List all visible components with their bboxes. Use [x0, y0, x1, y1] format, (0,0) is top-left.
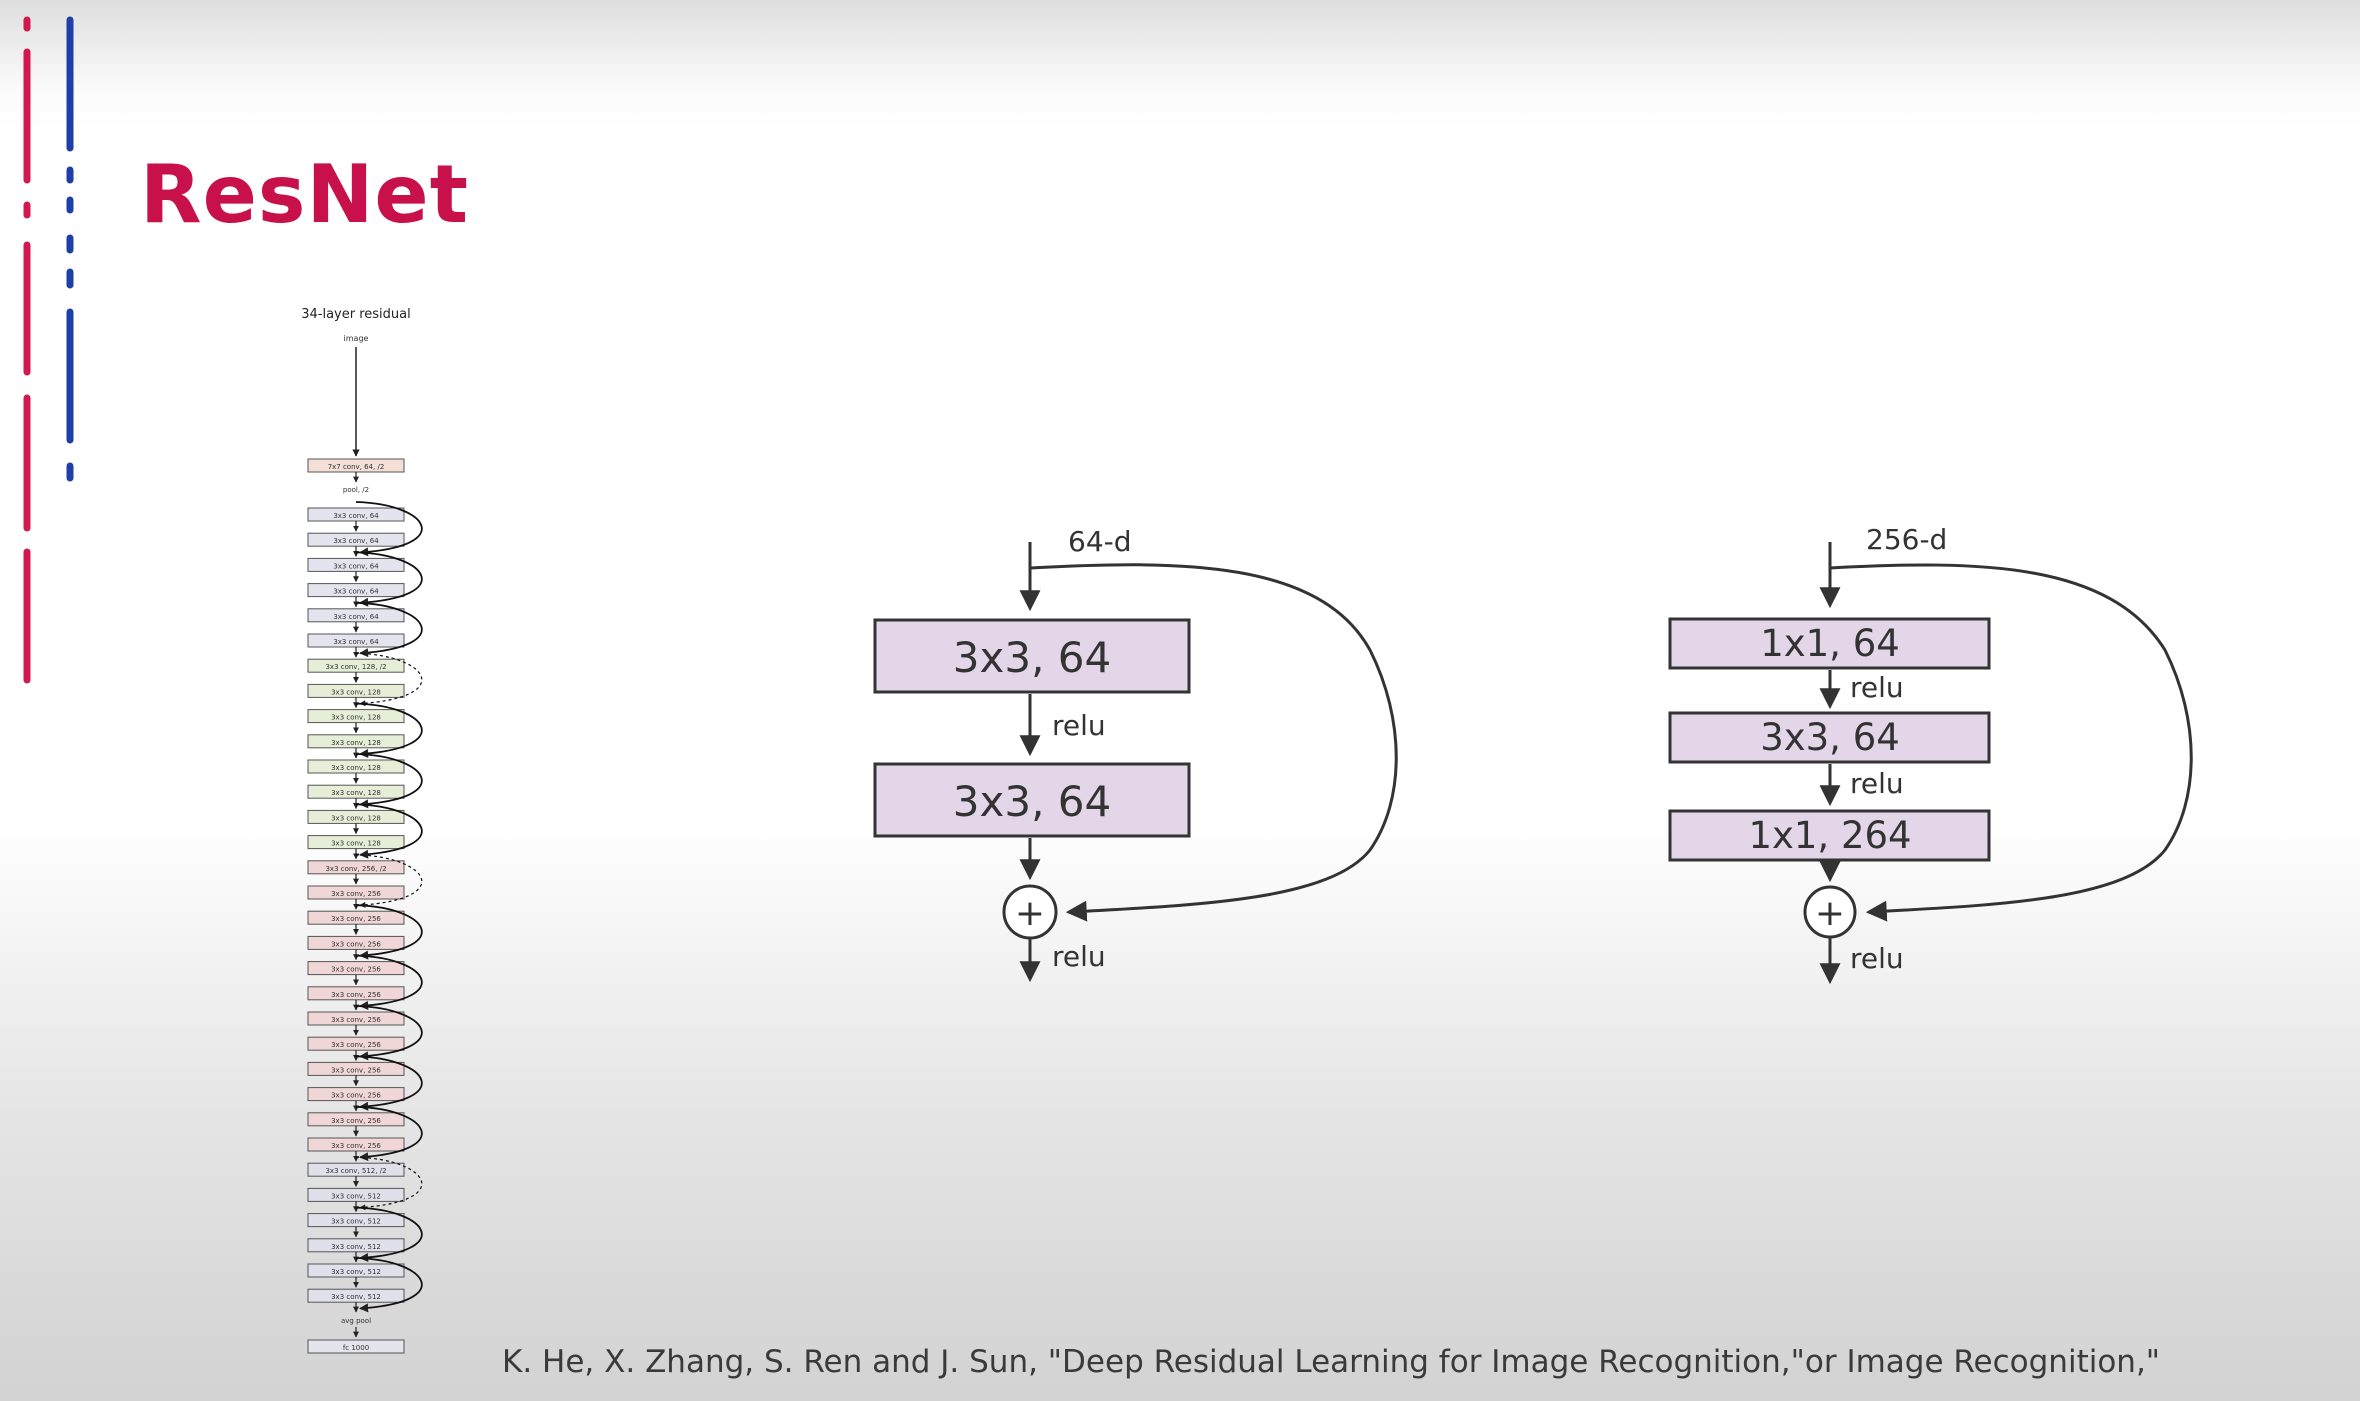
fc-layer: fc 1000 — [307, 1339, 405, 1354]
architecture-layer-label: 3x3 conv, 128 — [331, 764, 381, 772]
architecture-title: 34-layer residual — [301, 307, 411, 322]
bottleneck-conv-label-1: 1x1, 64 — [1760, 622, 1900, 665]
architecture-layer-label: 3x3 conv, 256 — [331, 940, 381, 948]
basic-skip-connection — [1029, 563, 1398, 922]
pool-label: pool, /2 — [343, 486, 369, 494]
bottleneck-conv-label-3: 1x1, 264 — [1748, 814, 1911, 857]
architecture-layer-label: 3x3 conv, 64 — [333, 512, 379, 520]
architecture-layer-label: 3x3 conv, 128 — [331, 789, 381, 797]
architecture-layer-label: 3x3 conv, 512 — [331, 1268, 381, 1276]
bottleneck-conv-box-1 — [1668, 617, 1991, 670]
bottleneck-conv-label-2: 3x3, 64 — [1760, 716, 1900, 759]
architecture-layer-label: 3x3 conv, 256 — [331, 1066, 381, 1074]
architecture-layer-label: 3x3 conv, 64 — [333, 588, 379, 596]
architecture-layer-label: 3x3 conv, 512 — [331, 1243, 381, 1251]
architecture-layer-label: 3x3 conv, 256 — [331, 1092, 381, 1100]
architecture-layer-label: 3x3 conv, 256 — [331, 890, 381, 898]
architecture-layer-label: 3x3 conv, 128 — [331, 814, 381, 822]
fc-layer-label: fc 1000 — [343, 1344, 369, 1352]
architecture-layer: 3x3 conv, 256 — [307, 1137, 405, 1152]
architecture-skip-connection — [355, 501, 423, 557]
architecture-layer: 3x3 conv, 256 — [307, 1087, 405, 1102]
architecture-layer: 3x3 conv, 512 — [307, 1213, 405, 1228]
architecture-skip-connection — [355, 753, 423, 809]
architecture-layer-label: 3x3 conv, 128 — [331, 688, 381, 696]
architecture-skip-connection — [355, 601, 423, 658]
architecture-layer-label: 3x3 conv, 128 — [331, 739, 381, 747]
architecture-layer: 3x3 conv, 256 — [307, 1011, 405, 1026]
architecture-layer: 3x3 conv, 256 — [307, 1112, 405, 1127]
citation: K. He, X. Zhang, S. Ren and J. Sun, "Dee… — [502, 1344, 2161, 1380]
architecture-skip-connection — [355, 1105, 423, 1162]
basic-sum-symbol: + — [1015, 893, 1045, 934]
basic-relu-output-label: relu — [1052, 940, 1106, 973]
bottleneck-input-label: 256-d — [1866, 523, 1947, 556]
architecture-skip-connection — [355, 1055, 423, 1111]
architecture-layer-label: 3x3 conv, 256 — [331, 915, 381, 923]
architecture-layer-label: 3x3 conv, 512 — [331, 1218, 381, 1226]
architecture-skip-connection — [355, 904, 423, 960]
architecture-layer: 3x3 conv, 64 — [307, 608, 405, 623]
architecture-layer-label: 3x3 conv, 512 — [331, 1192, 381, 1200]
stem-layer-label: 7x7 conv, 64, /2 — [328, 463, 385, 471]
architecture-layer-label: 3x3 conv, 256 — [331, 1117, 381, 1125]
bottleneck-conv-box-2 — [1668, 711, 1991, 764]
architecture-layer-label: 3x3 conv, 64 — [333, 562, 379, 570]
basic-conv-label-1: 3x3, 64 — [953, 633, 1111, 682]
architecture-skip-connection — [355, 954, 423, 1010]
architecture-layer-label: 3x3 conv, 64 — [333, 638, 379, 646]
basic-conv-box-2 — [873, 762, 1191, 838]
architecture-layer-label: 3x3 conv, 64 — [333, 613, 379, 621]
architecture-layer-label: 3x3 conv, 512, /2 — [325, 1167, 386, 1175]
architecture-layer-label: 3x3 conv, 256 — [331, 991, 381, 999]
decorative-dashes — [23, 16, 74, 684]
architecture-layer-label: 3x3 conv, 64 — [333, 537, 379, 545]
architecture-skip-connection — [355, 702, 423, 758]
architecture-skip-connection — [355, 652, 423, 707]
architecture-layer: 3x3 conv, 128 — [307, 784, 405, 799]
basic-input-label: 64-d — [1068, 525, 1132, 558]
architecture-layer-label: 3x3 conv, 128 — [331, 714, 381, 722]
residual-block-diagrams: 64-d 3x3, 64 relu 3x3, 64 + relu 256-d 1… — [873, 523, 2193, 985]
basic-conv-box-1 — [873, 618, 1191, 694]
architecture-layer: 3x3 conv, 256 — [307, 910, 405, 925]
basic-relu-label-1: relu — [1052, 709, 1106, 742]
architecture-layer: 3x3 conv, 512, /2 — [307, 1162, 405, 1177]
architecture-skip-connection — [355, 1206, 423, 1262]
architecture-skip-connection — [355, 1257, 423, 1313]
architecture-skip-connection — [355, 551, 423, 607]
bottleneck-residual-block: 256-d 1x1, 64 relu 3x3, 64 relu 1x1, 264… — [1668, 523, 2193, 985]
architecture-skip-connection — [355, 854, 423, 908]
bottleneck-sum-symbol: + — [1815, 893, 1845, 934]
architecture-layer-label: 3x3 conv, 512 — [331, 1293, 381, 1301]
architecture-layer-label: 3x3 conv, 256 — [331, 966, 381, 974]
architecture-layer: 3x3 conv, 512 — [307, 1263, 405, 1278]
architecture-layer-label: 3x3 conv, 256 — [331, 1016, 381, 1024]
architecture-layer: 3x3 conv, 512 — [307, 1187, 405, 1202]
bottleneck-relu-output-label: relu — [1850, 942, 1904, 975]
architecture-skip-connection — [355, 803, 423, 859]
architecture-layer-label: 3x3 conv, 256 — [331, 1041, 381, 1049]
bottleneck-skip-connection — [1829, 563, 2193, 922]
bottleneck-relu-label-2: relu — [1850, 767, 1904, 800]
bottleneck-conv-box-3 — [1668, 809, 1991, 862]
architecture-input-label: image — [344, 334, 369, 343]
architecture-layer: 3x3 conv, 512 — [307, 1288, 405, 1303]
basic-conv-label-2: 3x3, 64 — [953, 777, 1111, 826]
architecture-layer: 3x3 conv, 256 — [307, 885, 405, 900]
architecture-layer-label: 3x3 conv, 128 — [331, 840, 381, 848]
architecture-layer-label: 3x3 conv, 256 — [331, 1142, 381, 1150]
resnet34-architecture: 34-layer residual image 7x7 conv, 64, /2… — [301, 307, 423, 1354]
architecture-layer: 3x3 conv, 256, /2 — [307, 860, 405, 875]
basic-residual-block: 64-d 3x3, 64 relu 3x3, 64 + relu — [873, 525, 1398, 983]
slide-title: ResNet — [140, 148, 469, 241]
bottleneck-relu-label-1: relu — [1850, 671, 1904, 704]
architecture-layer-label: 3x3 conv, 128, /2 — [325, 663, 386, 671]
architecture-layer-label: 3x3 conv, 256, /2 — [325, 865, 386, 873]
avgpool-label: avg pool — [341, 1317, 371, 1325]
architecture-layer: 3x3 conv, 512 — [307, 1238, 405, 1253]
architecture-skip-connection — [355, 1156, 423, 1211]
architecture-skip-connection — [355, 1005, 423, 1061]
